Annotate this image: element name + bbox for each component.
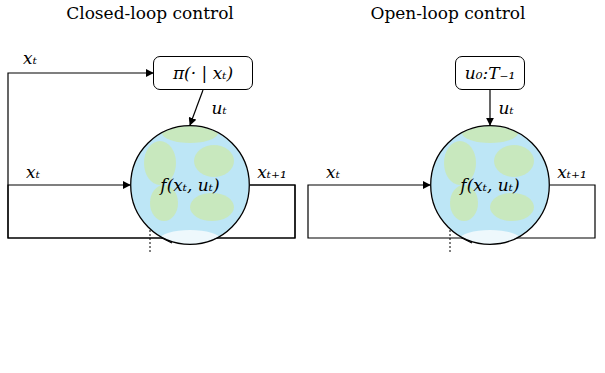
policy-box: π(· | xₜ): [153, 56, 253, 90]
signal-connector: [190, 90, 203, 125]
signal-label: uₜ: [211, 98, 226, 117]
signal-label: xₜ₊₁: [257, 163, 287, 182]
connectors: [8, 73, 595, 238]
signal-label: xₜ: [26, 163, 40, 182]
signal-label: xₜ: [326, 163, 340, 182]
panel-heading: Closed-loop control: [66, 3, 234, 23]
signal-label: uₜ: [498, 98, 513, 117]
policy-box: u₀:T₋₁: [455, 56, 526, 90]
dynamics-globe: f(xₜ, uₜ): [130, 125, 250, 245]
signal-connector: [489, 90, 490, 125]
node-text: u₀:T₋₁: [465, 64, 516, 83]
signal-label: xₜ: [23, 49, 37, 68]
node-text: f(xₜ, uₜ): [160, 176, 219, 195]
signal-label: xₜ₊₁: [557, 163, 587, 182]
node-text: f(xₜ, uₜ): [460, 176, 519, 195]
dynamics-globe: f(xₜ, uₜ): [430, 125, 550, 245]
panel-heading: Open-loop control: [370, 3, 525, 23]
node-text: π(· | xₜ): [173, 64, 233, 83]
